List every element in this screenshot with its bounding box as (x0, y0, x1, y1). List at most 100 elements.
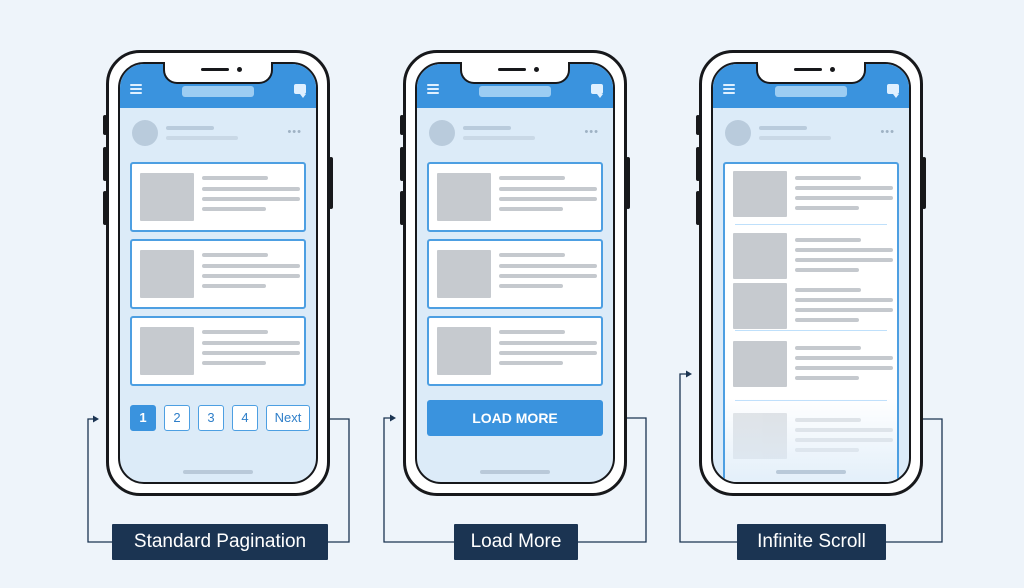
menu-icon[interactable] (723, 84, 735, 94)
text-placeholder (202, 253, 268, 257)
phone-side-button (400, 147, 404, 181)
phone-screen: ••• (711, 62, 911, 484)
text-placeholder (499, 176, 565, 180)
feed-item[interactable] (725, 166, 897, 224)
text-placeholder (499, 341, 597, 345)
page-1-button[interactable]: 1 (130, 405, 156, 431)
text-placeholder (202, 341, 300, 345)
image-placeholder (140, 173, 194, 221)
more-options-icon[interactable]: ••• (880, 126, 895, 138)
image-placeholder (437, 250, 491, 298)
text-placeholder (499, 351, 597, 355)
connector-left-pagination (87, 418, 112, 543)
text-placeholder (202, 330, 268, 334)
text-placeholder (795, 356, 893, 360)
content-card[interactable] (130, 239, 306, 309)
home-indicator (776, 470, 846, 474)
home-indicator (183, 470, 253, 474)
chat-icon[interactable] (887, 84, 899, 98)
text-placeholder (202, 274, 300, 278)
feed-item[interactable] (725, 336, 897, 394)
label-standard-pagination: Standard Pagination (112, 524, 328, 560)
content-card[interactable] (130, 316, 306, 386)
content-card[interactable] (427, 239, 603, 309)
image-placeholder (437, 173, 491, 221)
content-card[interactable] (130, 162, 306, 232)
text-placeholder (202, 187, 300, 191)
text-placeholder (795, 298, 893, 302)
pagination-bar: 1 2 3 4 Next (130, 405, 310, 431)
phone-side-button (103, 115, 107, 135)
text-placeholder (202, 361, 266, 365)
phone-screen: ••• 1 2 3 4 Next (118, 62, 318, 484)
profile-row: ••• (130, 118, 306, 148)
speaker (498, 68, 526, 71)
image-placeholder (140, 327, 194, 375)
chat-icon[interactable] (591, 84, 603, 98)
text-placeholder (795, 318, 859, 322)
page-2-button[interactable]: 2 (164, 405, 190, 431)
text-placeholder (499, 284, 563, 288)
camera (237, 67, 242, 72)
arrow-right-icon (93, 415, 99, 423)
text-placeholder (499, 264, 597, 268)
menu-icon[interactable] (427, 84, 439, 94)
avatar (725, 120, 751, 146)
title-placeholder (479, 86, 551, 97)
feed-item[interactable] (725, 228, 897, 286)
image-placeholder (140, 250, 194, 298)
profile-row: ••• (427, 118, 603, 148)
text-placeholder (202, 197, 300, 201)
menu-icon[interactable] (130, 84, 142, 94)
phone-side-button (696, 115, 700, 135)
image-placeholder (733, 171, 787, 217)
phone-standard-pagination: ••• 1 2 3 4 Next (103, 50, 333, 496)
next-page-button[interactable]: Next (266, 405, 310, 431)
text-placeholder (795, 268, 859, 272)
scroll-fade (725, 398, 897, 482)
phone-side-button (329, 157, 333, 209)
camera (534, 67, 539, 72)
text-placeholder (795, 196, 893, 200)
feed-item[interactable] (725, 278, 897, 336)
image-placeholder (733, 283, 787, 329)
profile-row: ••• (723, 118, 899, 148)
page-4-button[interactable]: 4 (232, 405, 258, 431)
text-placeholder (499, 274, 597, 278)
scroll-feed[interactable] (723, 162, 899, 482)
phone-infinite-scroll: ••• (696, 50, 926, 496)
phone-side-button (922, 157, 926, 209)
text-placeholder (463, 136, 535, 140)
home-indicator (480, 470, 550, 474)
page-3-button[interactable]: 3 (198, 405, 224, 431)
text-placeholder (202, 207, 266, 211)
connector-right-pagination (312, 418, 350, 543)
text-placeholder (795, 366, 893, 370)
content-card[interactable] (427, 162, 603, 232)
text-placeholder (166, 136, 238, 140)
more-options-icon[interactable]: ••• (287, 126, 302, 138)
chat-icon[interactable] (294, 84, 306, 98)
text-placeholder (499, 197, 597, 201)
text-placeholder (499, 207, 563, 211)
text-placeholder (795, 376, 859, 380)
phone-notch (460, 62, 570, 84)
text-placeholder (795, 206, 859, 210)
phone-side-button (696, 147, 700, 181)
avatar (132, 120, 158, 146)
more-options-icon[interactable]: ••• (584, 126, 599, 138)
content-card[interactable] (427, 316, 603, 386)
phone-load-more: ••• LOAD MORE (400, 50, 630, 496)
divider (735, 330, 887, 331)
text-placeholder (499, 330, 565, 334)
phone-notch (756, 62, 866, 84)
text-placeholder (166, 126, 214, 130)
phone-side-button (626, 157, 630, 209)
phone-side-button (103, 147, 107, 181)
title-placeholder (182, 86, 254, 97)
phone-side-button (400, 115, 404, 135)
text-placeholder (795, 248, 893, 252)
text-placeholder (499, 187, 597, 191)
load-more-button[interactable]: LOAD MORE (427, 400, 603, 436)
speaker (201, 68, 229, 71)
